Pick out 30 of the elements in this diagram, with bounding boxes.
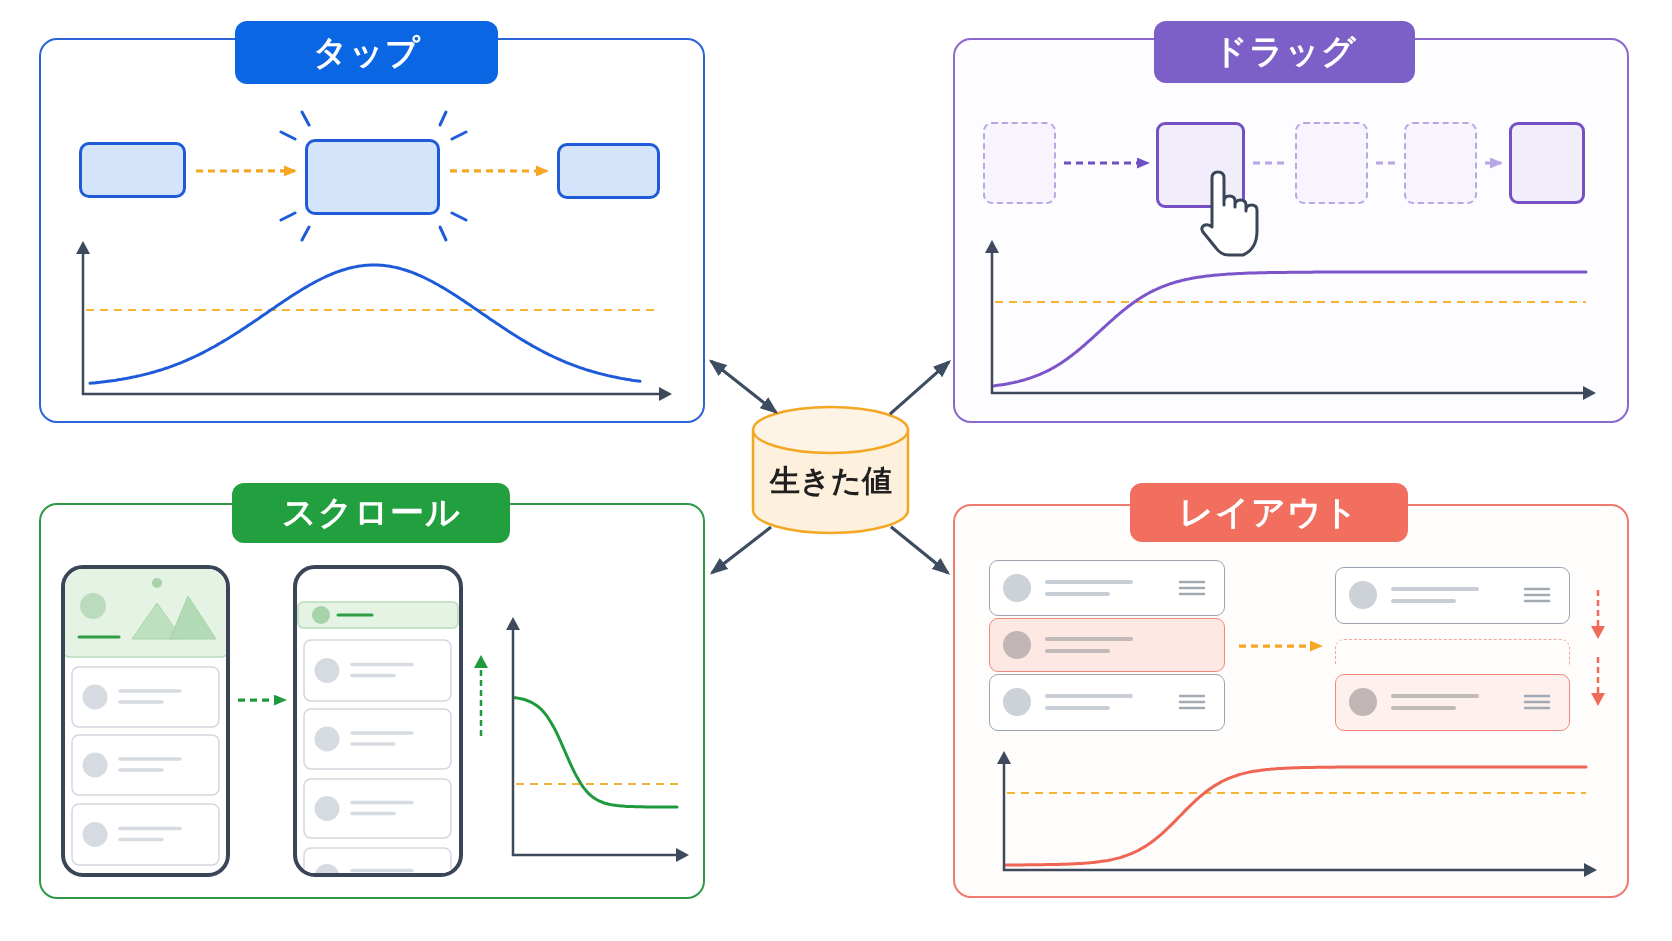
list-row-card: [1335, 674, 1570, 731]
arrow: [238, 694, 287, 706]
title-tab: タップ: [235, 21, 498, 84]
dashed-box: [983, 122, 1056, 204]
connector-line: [1376, 161, 1396, 165]
arrow: [889, 525, 950, 575]
dashed-box: [1295, 122, 1368, 204]
title-tab: レイアウト: [1130, 483, 1408, 542]
list-row-card: [989, 674, 1225, 731]
rounded-box: [1509, 122, 1585, 204]
arrow: [196, 165, 297, 177]
rounded-box: [305, 139, 440, 215]
title-tab: スクロール: [232, 483, 510, 543]
arrow: [710, 525, 772, 575]
list-row-card: [1335, 567, 1570, 624]
arrow: [1485, 157, 1503, 169]
dashed-box: [1404, 122, 1477, 204]
arrow: [1064, 157, 1150, 169]
connector-line: [1253, 161, 1287, 165]
title-tab: ドラッグ: [1154, 21, 1415, 83]
list-row-card: [989, 618, 1225, 672]
list-row-card: [989, 560, 1225, 616]
rounded-box: [79, 142, 186, 198]
arrow: [450, 165, 549, 177]
arrow: [1239, 640, 1323, 652]
rounded-box: [557, 143, 660, 199]
arrow: [888, 360, 951, 416]
rounded-box: [1156, 122, 1245, 208]
arrow: [709, 359, 778, 414]
placeholder-slot: [1335, 639, 1570, 665]
